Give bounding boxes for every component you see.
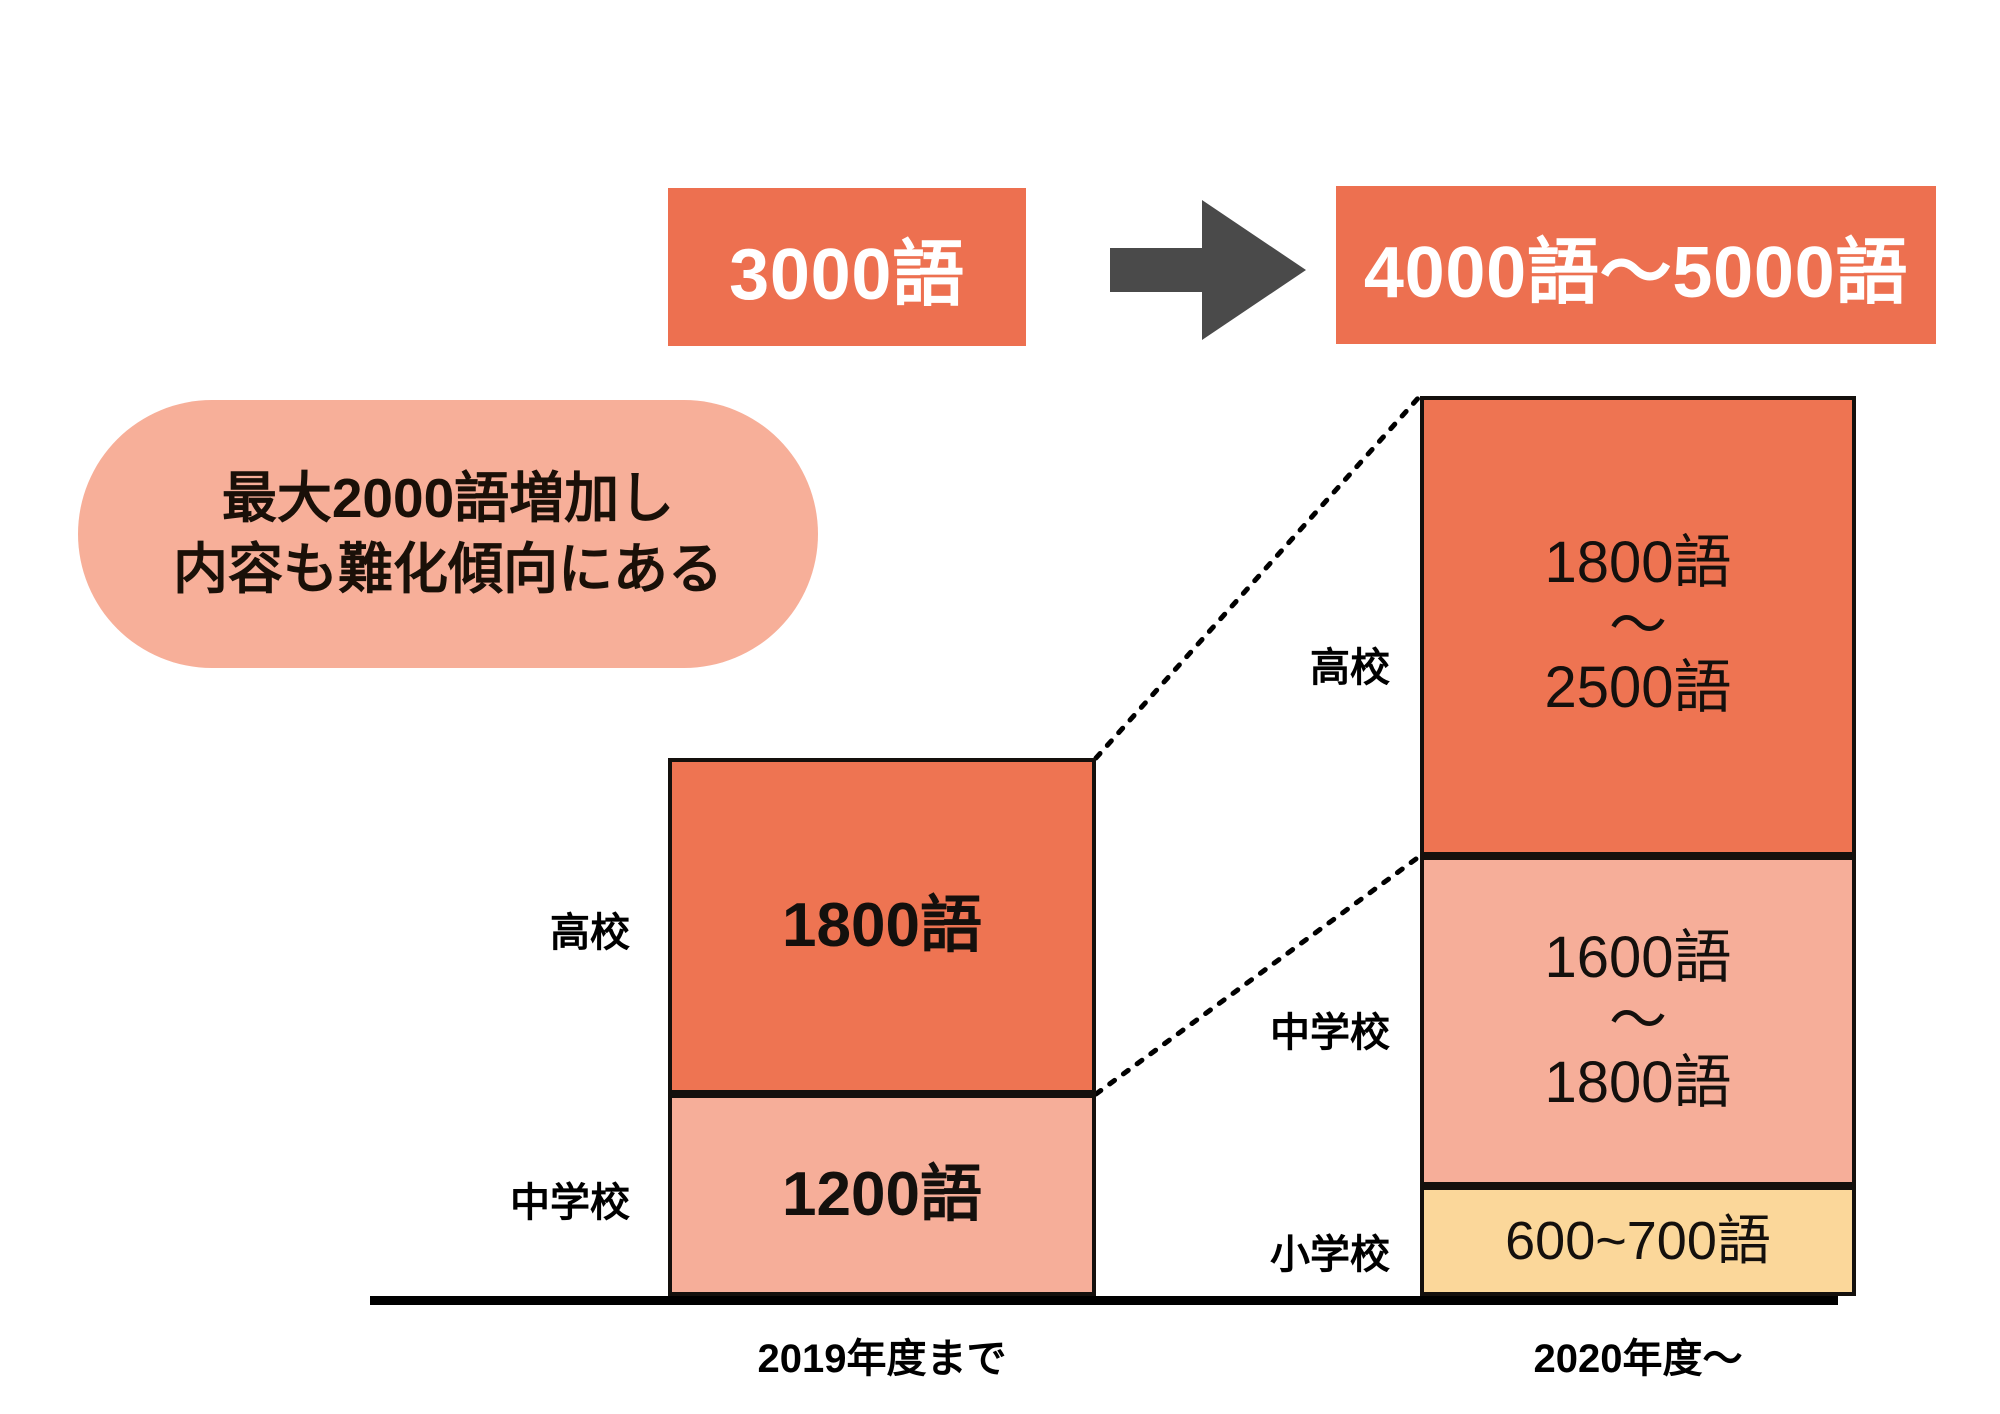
axis-caption-2020: 2020年度〜 — [1533, 1337, 1743, 1381]
range-tilde-right-high-school: 〜 — [1608, 592, 1667, 658]
range-tilde-right-junior-high: 〜 — [1608, 987, 1667, 1053]
bar-segment-left-high-school: 1800語 — [668, 758, 1096, 1094]
bar-segment-right-junior-high: 1600語 〜 1800語 — [1420, 856, 1856, 1186]
bar-label-left-junior-high: 中学校 — [510, 1181, 630, 1225]
bar-segment-right-elementary: 600~700語 — [1420, 1186, 1856, 1296]
total-before-badge: 3000語 — [668, 188, 1026, 346]
bar-segment-left-junior-high: 1200語 — [668, 1094, 1096, 1296]
callout-line-1: 最大2000語増加し — [221, 466, 675, 529]
bar-value-left-high-school: 1800語 — [782, 890, 982, 960]
bar-segment-right-high-school: 1800語 〜 2500語 — [1420, 396, 1856, 856]
bar-label-right-junior-high: 中学校 — [1270, 1011, 1390, 1055]
bar-value-right-junior-high-max: 1800語 — [1544, 1050, 1732, 1116]
bar-value-right-high-school-max: 2500語 — [1544, 655, 1732, 721]
bar-label-right-high-school: 高校 — [1310, 646, 1390, 690]
callout-line-2: 内容も難化傾向にある — [172, 538, 723, 600]
bar-value-right-high-school-min: 1800語 — [1544, 530, 1732, 596]
bar-value-right-junior-high-min: 1600語 — [1544, 925, 1732, 991]
bar-value-right-elementary: 600~700語 — [1505, 1210, 1771, 1271]
axis-caption-2019: 2019年度まで — [757, 1337, 1007, 1381]
bar-label-left-high-school: 高校 — [550, 911, 630, 955]
callout-bubble: 最大2000語増加し 内容も難化傾向にある — [78, 400, 818, 668]
arrow-right-icon — [1110, 200, 1306, 340]
bar-value-left-junior-high: 1200語 — [782, 1159, 982, 1229]
bar-label-right-elementary: 小学校 — [1270, 1233, 1390, 1277]
total-after-badge: 4000語〜5000語 — [1336, 186, 1936, 344]
baseline-axis — [370, 1296, 1838, 1305]
